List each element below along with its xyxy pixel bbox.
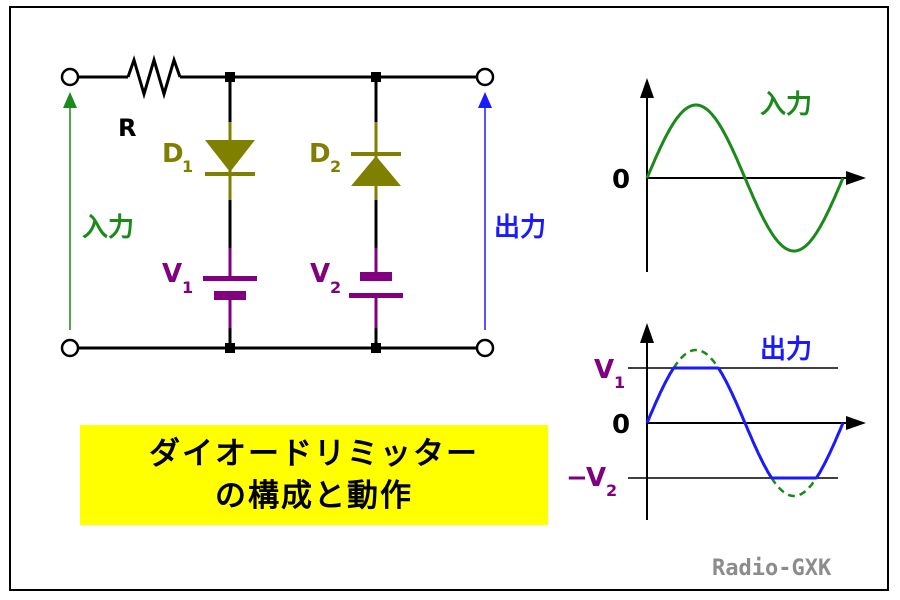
v2-letter: V	[310, 259, 330, 289]
title-line-1: ダイオードリミッター	[149, 436, 479, 472]
d2-letter: D	[309, 139, 331, 169]
v1-label: V 1	[162, 259, 193, 297]
v1-letter: V	[162, 259, 182, 289]
v1-subscript: 1	[182, 278, 193, 297]
output-clipped-wave	[645, 366, 845, 480]
input-terminal-top	[60, 67, 80, 87]
d1-label: D 1	[162, 139, 193, 176]
input-graph-title: 入力	[760, 90, 812, 120]
battery-v1	[203, 248, 257, 328]
input-terminal-bottom	[60, 338, 80, 358]
title-line-2: の構成と動作	[215, 478, 413, 514]
input-voltage-arrow	[63, 92, 77, 330]
output-graph-title: 出力	[760, 335, 812, 365]
output-terminal-bottom	[475, 338, 495, 358]
junction-dots	[225, 72, 381, 353]
output-v1-letter: V	[594, 355, 614, 385]
output-v1-subscript: 1	[614, 373, 625, 392]
title-box: ダイオードリミッター の構成と動作	[80, 425, 548, 525]
credit-text: Radio-GXK	[712, 556, 832, 581]
input-graph: 0 入力	[612, 78, 866, 272]
d1-letter: D	[162, 139, 184, 169]
v2-label: V 2	[310, 259, 341, 297]
v2-subscript: 2	[330, 278, 341, 297]
figure-frame	[9, 6, 889, 591]
output-v2-subscript: 2	[606, 481, 617, 500]
output-v2-letter: V	[586, 463, 606, 493]
battery-v2	[349, 248, 403, 328]
d2-subscript: 2	[330, 157, 341, 176]
input-graph-zero: 0	[612, 165, 630, 195]
output-voltage-arrow	[478, 92, 492, 330]
resistor-label: R	[118, 114, 136, 142]
output-v2-label: − V 2	[566, 463, 617, 500]
output-graph-zero: 0	[612, 410, 630, 440]
output-terminal-top	[475, 67, 495, 87]
output-v2-prefix: −	[566, 463, 588, 493]
input-sine-wave	[645, 103, 845, 253]
diode-d1	[205, 122, 255, 200]
d1-subscript: 1	[182, 157, 193, 176]
output-graph: 0 出力 V 1 − V 2	[566, 323, 866, 520]
output-label: 出力	[494, 213, 546, 243]
circuit-wiring	[78, 54, 478, 350]
unclipped-peaks-dashed	[672, 348, 818, 498]
d2-label: D 2	[309, 139, 341, 176]
diode-d2	[351, 122, 401, 200]
output-v1-label: V 1	[594, 355, 625, 392]
input-label: 入力	[82, 213, 134, 243]
